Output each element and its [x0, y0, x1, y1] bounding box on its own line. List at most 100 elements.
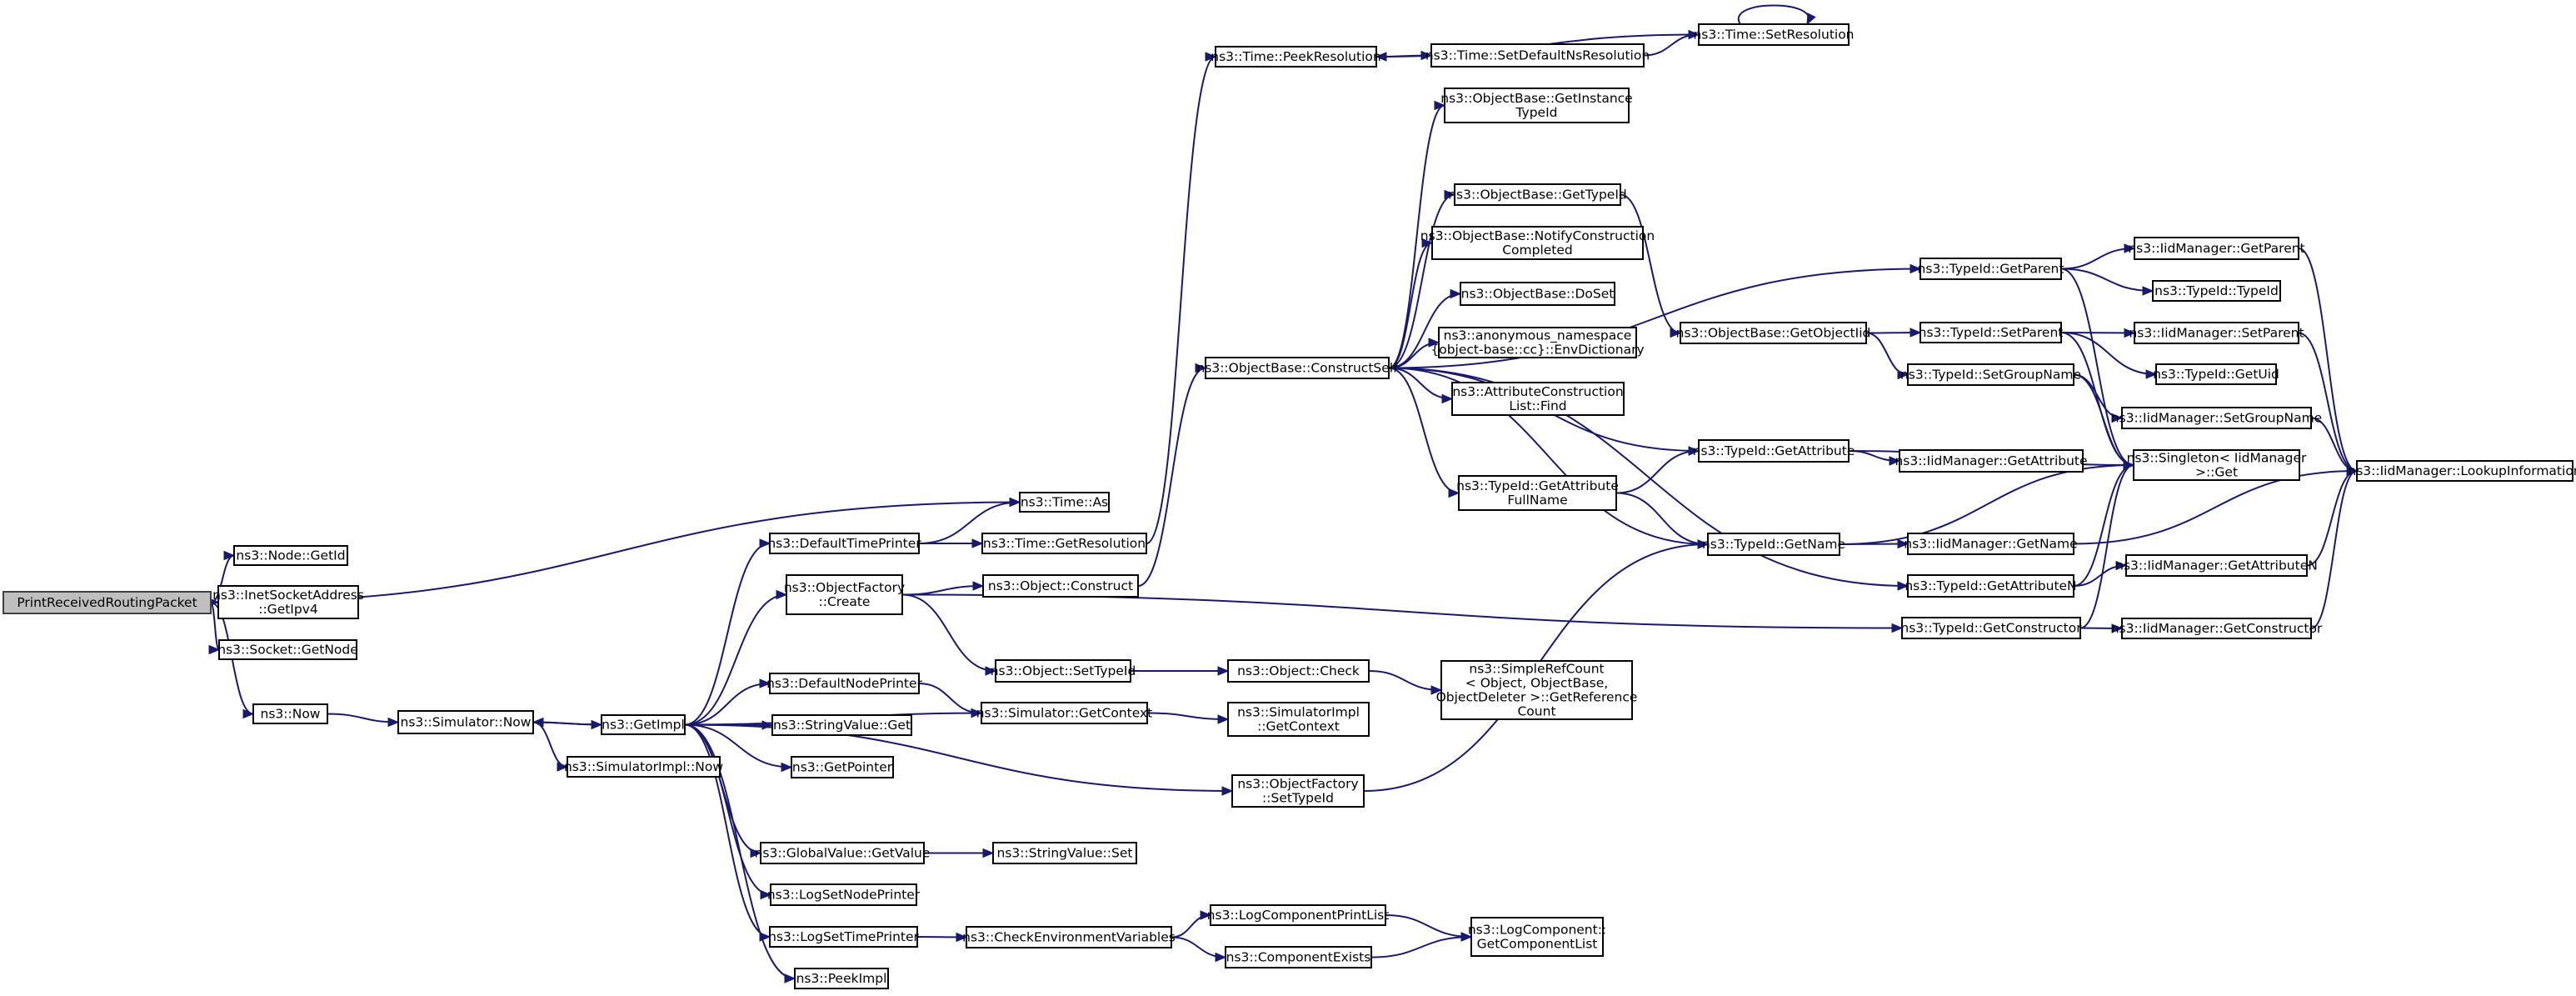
node-ob_doset[interactable]: ns3::ObjectBase::DoSet: [1460, 282, 1615, 306]
edge-typeid_getconstructor-to-singleton_get: [2079, 464, 2134, 629]
node-label: ns3::IidManager::LookupInformation: [2348, 463, 2576, 478]
node-simimpl_now[interactable]: ns3::SimulatorImpl::Now: [564, 756, 723, 778]
node-label: ns3::SimulatorImpl: [1237, 705, 1360, 720]
node-stringvalue_set[interactable]: ns3::StringValue::Set: [992, 842, 1137, 864]
node-node_getid[interactable]: ns3::Node::GetId: [233, 545, 348, 566]
node-stringvalue_get[interactable]: ns3::StringValue::Get: [771, 714, 912, 736]
node-label: ns3::TypeId::GetConstructor: [1900, 621, 2082, 636]
node-box: [2152, 280, 2281, 302]
node-iid_setparent[interactable]: ns3::IidManager::SetParent: [2129, 322, 2304, 344]
node-time_getres[interactable]: ns3::Time::GetResolution: [981, 533, 1147, 554]
edge-ob_gettypeid-to-ob_getobjectiid-arrowhead: [1670, 328, 1682, 338]
node-getimpl[interactable]: ns3::GetImpl: [601, 714, 686, 735]
node-default_time_printer[interactable]: ns3::DefaultTimePrinter: [767, 533, 921, 554]
node-simimpl_getcontext[interactable]: ns3::SimulatorImpl::GetContext: [1227, 702, 1370, 737]
node-singleton_get[interactable]: ns3::Singleton< IidManager>::Get: [2127, 449, 2307, 481]
node-globalvalue_getvalue[interactable]: ns3::GlobalValue::GetValue: [755, 842, 931, 864]
node-componentexists[interactable]: ns3::ComponentExists: [1225, 946, 1372, 968]
node-typeid_getattributen[interactable]: ns3::TypeId::GetAttributeN: [1905, 574, 2077, 598]
edge-sim_now-to-simimpl_now-arrowhead: [557, 762, 569, 772]
node-typeid_setgroupname[interactable]: ns3::TypeId::SetGroupName: [1900, 363, 2081, 386]
edge-typeid_getattributen-to-singleton_get: [2073, 464, 2134, 587]
node-iid_getname[interactable]: ns3::IidManager::GetName: [1904, 533, 2078, 555]
node-label: ns3::TypeId::TypeId: [2154, 283, 2279, 298]
node-object_construct[interactable]: ns3::Object::Construct: [982, 574, 1139, 598]
edge-typeid_getparent-to-iid_getparent-arrowhead: [2124, 243, 2136, 253]
node-sim_now[interactable]: ns3::Simulator::Now: [397, 710, 534, 734]
node-default_node_printer[interactable]: ns3::DefaultNodePrinter: [766, 673, 923, 694]
node-lognodeprinter[interactable]: ns3::LogSetNodePrinter: [767, 883, 921, 906]
node-label: ns3::Time::As: [1021, 495, 1108, 510]
node-time_setdefns[interactable]: ns3::Time::SetDefaultNsResolution: [1425, 43, 1650, 68]
edge-objfactory_create-to-typeid_getconstructor-arrowhead: [1891, 623, 1904, 633]
node-label: ns3::IidManager::GetName: [1904, 537, 2077, 552]
node-peekimpl[interactable]: ns3::PeekImpl: [794, 968, 889, 989]
node-objfactory_create[interactable]: ns3::ObjectFactory::Create: [784, 574, 905, 615]
node-typeid_getattribute[interactable]: ns3::TypeId::GetAttribute: [1693, 439, 1855, 463]
node-typeid_getparent[interactable]: ns3::TypeId::GetParent: [1918, 258, 2064, 280]
edge-ob_constructself-to-typeid_getparent: [1388, 268, 1921, 369]
node-print[interactable]: PrintReceivedRoutingPacket: [2, 591, 212, 614]
node-iid_getparent[interactable]: ns3::IidManager::GetParent: [2128, 237, 2305, 260]
node-iid_getconstructor[interactable]: ns3::IidManager::GetConstructor: [2111, 618, 2323, 639]
edge-getimpl-to-default_time_printer: [684, 543, 771, 726]
node-typeid_getuid[interactable]: ns3::TypeId::GetUid: [2153, 363, 2279, 385]
node-label: ns3::ObjectBase::GetInstance: [1440, 91, 1632, 106]
node-simplerefcount[interactable]: ns3::SimpleRefCount< Object, ObjectBase,…: [1436, 660, 1638, 720]
node-box: [791, 756, 894, 778]
node-now[interactable]: ns3::Now: [252, 703, 328, 724]
node-box: [1907, 574, 2074, 598]
node-logcomp_getlist[interactable]: ns3::LogComponent::GetComponentList: [1468, 917, 1606, 957]
node-label: ns3::PeekImpl: [796, 971, 887, 986]
node-iid_lookupinformation[interactable]: ns3::IidManager::LookupInformation: [2348, 460, 2576, 482]
node-logcomp_printlist[interactable]: ns3::LogComponentPrintList: [1207, 904, 1390, 926]
node-label: ns3::GetPointer: [792, 760, 893, 775]
node-ob_constructself[interactable]: ns3::ObjectBase::ConstructSelf: [1196, 357, 1398, 379]
node-box: [1205, 357, 1390, 379]
node-ob_getobjectiid[interactable]: ns3::ObjectBase::GetObjectIid: [1676, 322, 1871, 344]
node-typeid_typeid[interactable]: ns3::TypeId::TypeId: [2152, 280, 2281, 302]
node-sim_getcontext[interactable]: ns3::Simulator::GetContext: [976, 702, 1153, 724]
node-box: [217, 585, 359, 619]
node-label: ns3::Now: [261, 707, 321, 722]
node-label: ns3::SimulatorImpl::Now: [564, 759, 723, 774]
node-object_settypeid[interactable]: ns3::Object::SetTypeId: [991, 659, 1136, 683]
edge-componentexists-to-logcomp_getlist-arrowhead: [1460, 932, 1473, 942]
node-label: ns3::IidManager::GetConstructor: [2111, 621, 2323, 636]
node-typeid_getconstructor[interactable]: ns3::TypeId::GetConstructor: [1900, 617, 2082, 639]
edge-typeid_getattributefullname-to-typeid_getname-arrowhead: [1697, 539, 1710, 549]
node-label: ns3::ObjectBase::DoSet: [1461, 287, 1615, 302]
node-time_setres[interactable]: ns3::Time::SetResolution: [1693, 23, 1855, 46]
node-getpointer[interactable]: ns3::GetPointer: [791, 756, 894, 778]
node-objfactory_settypeid[interactable]: ns3::ObjectFactory::SetTypeId: [1231, 774, 1365, 808]
node-checkenv[interactable]: ns3::CheckEnvironmentVariables: [962, 926, 1176, 948]
node-ob_notifyconstruction[interactable]: ns3::ObjectBase::NotifyConstructionCompl…: [1420, 226, 1655, 260]
node-time_peekres[interactable]: ns3::Time::PeekResolution: [1211, 46, 1381, 68]
node-object_check[interactable]: ns3::Object::Check: [1227, 659, 1370, 683]
edge-checkenv-to-logcomp_printlist-arrowhead: [1200, 910, 1212, 920]
node-iid_getattribute[interactable]: ns3::IidManager::GetAttribute: [1895, 449, 2088, 473]
edge-default_node_printer-to-sim_getcontext: [918, 683, 982, 714]
node-box: [1920, 258, 2062, 280]
node-box: [601, 714, 686, 735]
node-socket_getnode[interactable]: ns3::Socket::GetNode: [217, 639, 358, 660]
edge-now-to-sim_now-arrowhead: [387, 717, 400, 728]
node-label: Count: [1517, 704, 1555, 719]
node-inet_getipv4[interactable]: ns3::InetSocketAddress::GetIpv4: [212, 585, 364, 619]
node-anon_envdictionary[interactable]: ns3::anonymous_namespace{object-base::cc…: [1430, 327, 1645, 358]
node-box: [2121, 618, 2312, 639]
node-logtimeprinter[interactable]: ns3::LogSetTimePrinter: [768, 926, 920, 948]
node-time_as[interactable]: ns3::Time::As: [1019, 492, 1110, 513]
node-iid_getattributen[interactable]: ns3::IidManager::GetAttributeN: [2115, 554, 2318, 577]
node-ob_gettypeid[interactable]: ns3::ObjectBase::GetTypeId: [1448, 183, 1627, 206]
edge-objfactory_create-to-object_construct-arrowhead: [972, 581, 985, 591]
node-typeid_getname[interactable]: ns3::TypeId::GetName: [1702, 533, 1845, 556]
node-iid_setgroupname[interactable]: ns3::IidManager::SetGroupName: [2111, 407, 2322, 429]
node-typeid_setparent[interactable]: ns3::TypeId::SetParent: [1919, 322, 2064, 343]
edge-object_settypeid-to-object_check-arrowhead: [1217, 666, 1230, 676]
node-label: ns3::AttributeConstruction: [1452, 384, 1623, 399]
